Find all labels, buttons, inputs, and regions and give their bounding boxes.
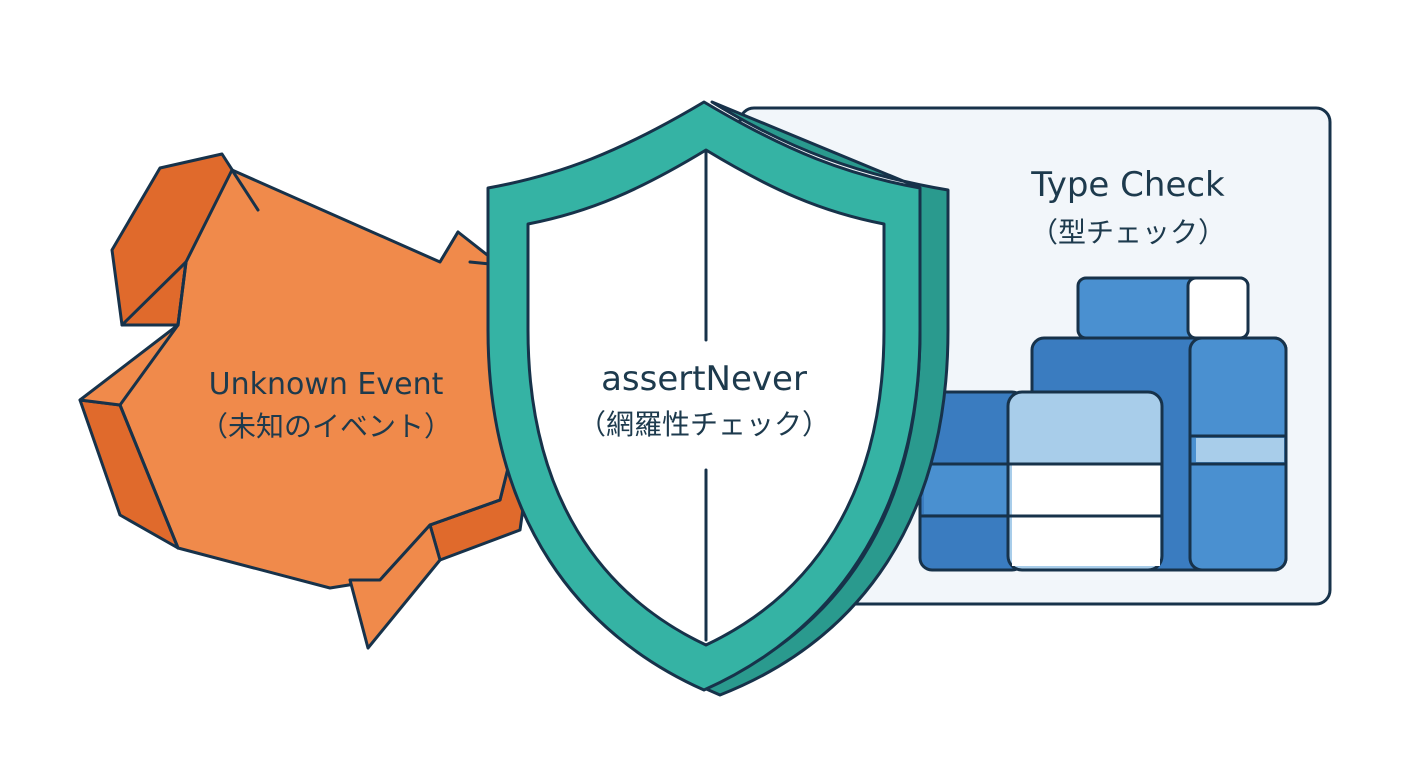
unknown-event-subtitle: （未知のイベント） — [200, 410, 452, 443]
unknown-event-title: Unknown Event — [209, 367, 444, 402]
stacked-blocks-icon — [918, 276, 1288, 572]
type-check-subtitle: （型チェック） — [1030, 216, 1226, 249]
shield-icon — [486, 100, 950, 697]
type-check-title: Type Check — [1030, 165, 1225, 205]
crumpled-rock-icon — [78, 152, 554, 650]
assert-never-subtitle: （網羅性チェック） — [578, 408, 830, 441]
assert-never-title: assertNever — [601, 359, 807, 399]
